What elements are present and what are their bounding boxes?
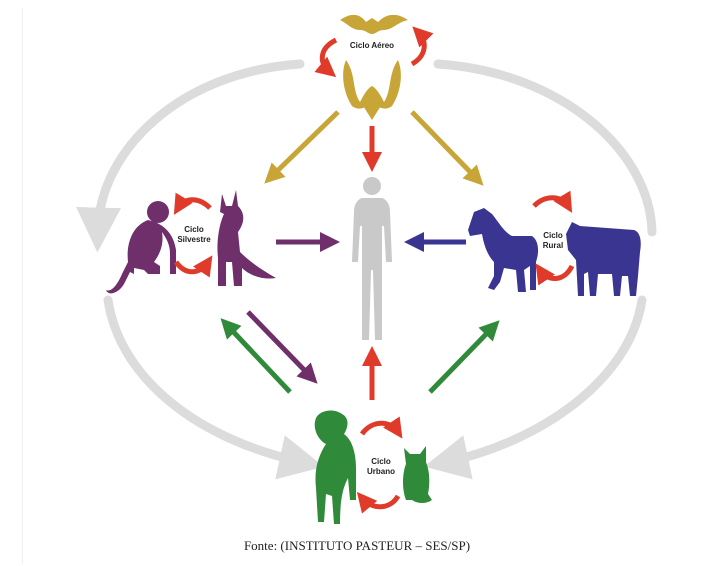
urbano-label-line2: Urbano: [367, 467, 395, 476]
arrow-aereo-to-rural: [412, 112, 478, 180]
red-cycle-arrow-top: [178, 200, 210, 208]
horse-icon: [468, 208, 538, 292]
ring-arc-bottom-right: [446, 300, 642, 462]
red-cycle-arrow-bottom: [176, 262, 208, 272]
red-cycle-arrow-top: [362, 423, 398, 434]
silvestre-label-line1: Ciclo: [184, 225, 204, 234]
ring-arc-top-left: [98, 64, 300, 230]
cycle-aereo: Ciclo Aéreo: [322, 15, 424, 120]
cat-icon: [403, 446, 432, 503]
red-cycle-arrow-right: [412, 32, 424, 64]
ring-arc-top-right: [438, 64, 652, 232]
red-cycle-arrow-left: [322, 40, 336, 72]
aereo-label: Ciclo Aéreo: [350, 41, 394, 50]
urbano-label-line1: Ciclo: [371, 457, 391, 466]
arrow-urbano-to-silvestre: [226, 324, 290, 392]
silvestre-label-line2: Silvestre: [177, 235, 211, 244]
red-cycle-arrow-bottom: [540, 266, 572, 279]
dog-icon: [315, 411, 356, 524]
arrow-silvestre-to-urbano: [248, 312, 312, 378]
red-cycle-arrow-bottom: [362, 496, 398, 507]
rural-label-line2: Rural: [543, 241, 563, 250]
red-cycle-arrow-top: [534, 198, 568, 206]
cow-icon: [566, 222, 641, 296]
monkey-icon: [106, 201, 176, 293]
rural-label-line1: Ciclo: [543, 231, 563, 240]
arrow-aereo-to-silvestre: [270, 112, 338, 178]
bat-icon: [340, 15, 408, 120]
ring-arc-bottom-left: [108, 300, 302, 462]
arrow-urbano-to-rural: [430, 326, 494, 392]
figure-caption: Fonte: (INSTITUTO PASTEUR – SES/SP): [0, 538, 714, 554]
fox-icon: [217, 190, 276, 286]
cycle-silvestre: Ciclo Silvestre: [106, 190, 276, 293]
cycle-rural: Ciclo Rural: [468, 198, 641, 296]
human-icon: [352, 177, 392, 340]
transmission-arrows: [226, 112, 494, 400]
cycle-urbano: Ciclo Urbano: [315, 411, 432, 524]
